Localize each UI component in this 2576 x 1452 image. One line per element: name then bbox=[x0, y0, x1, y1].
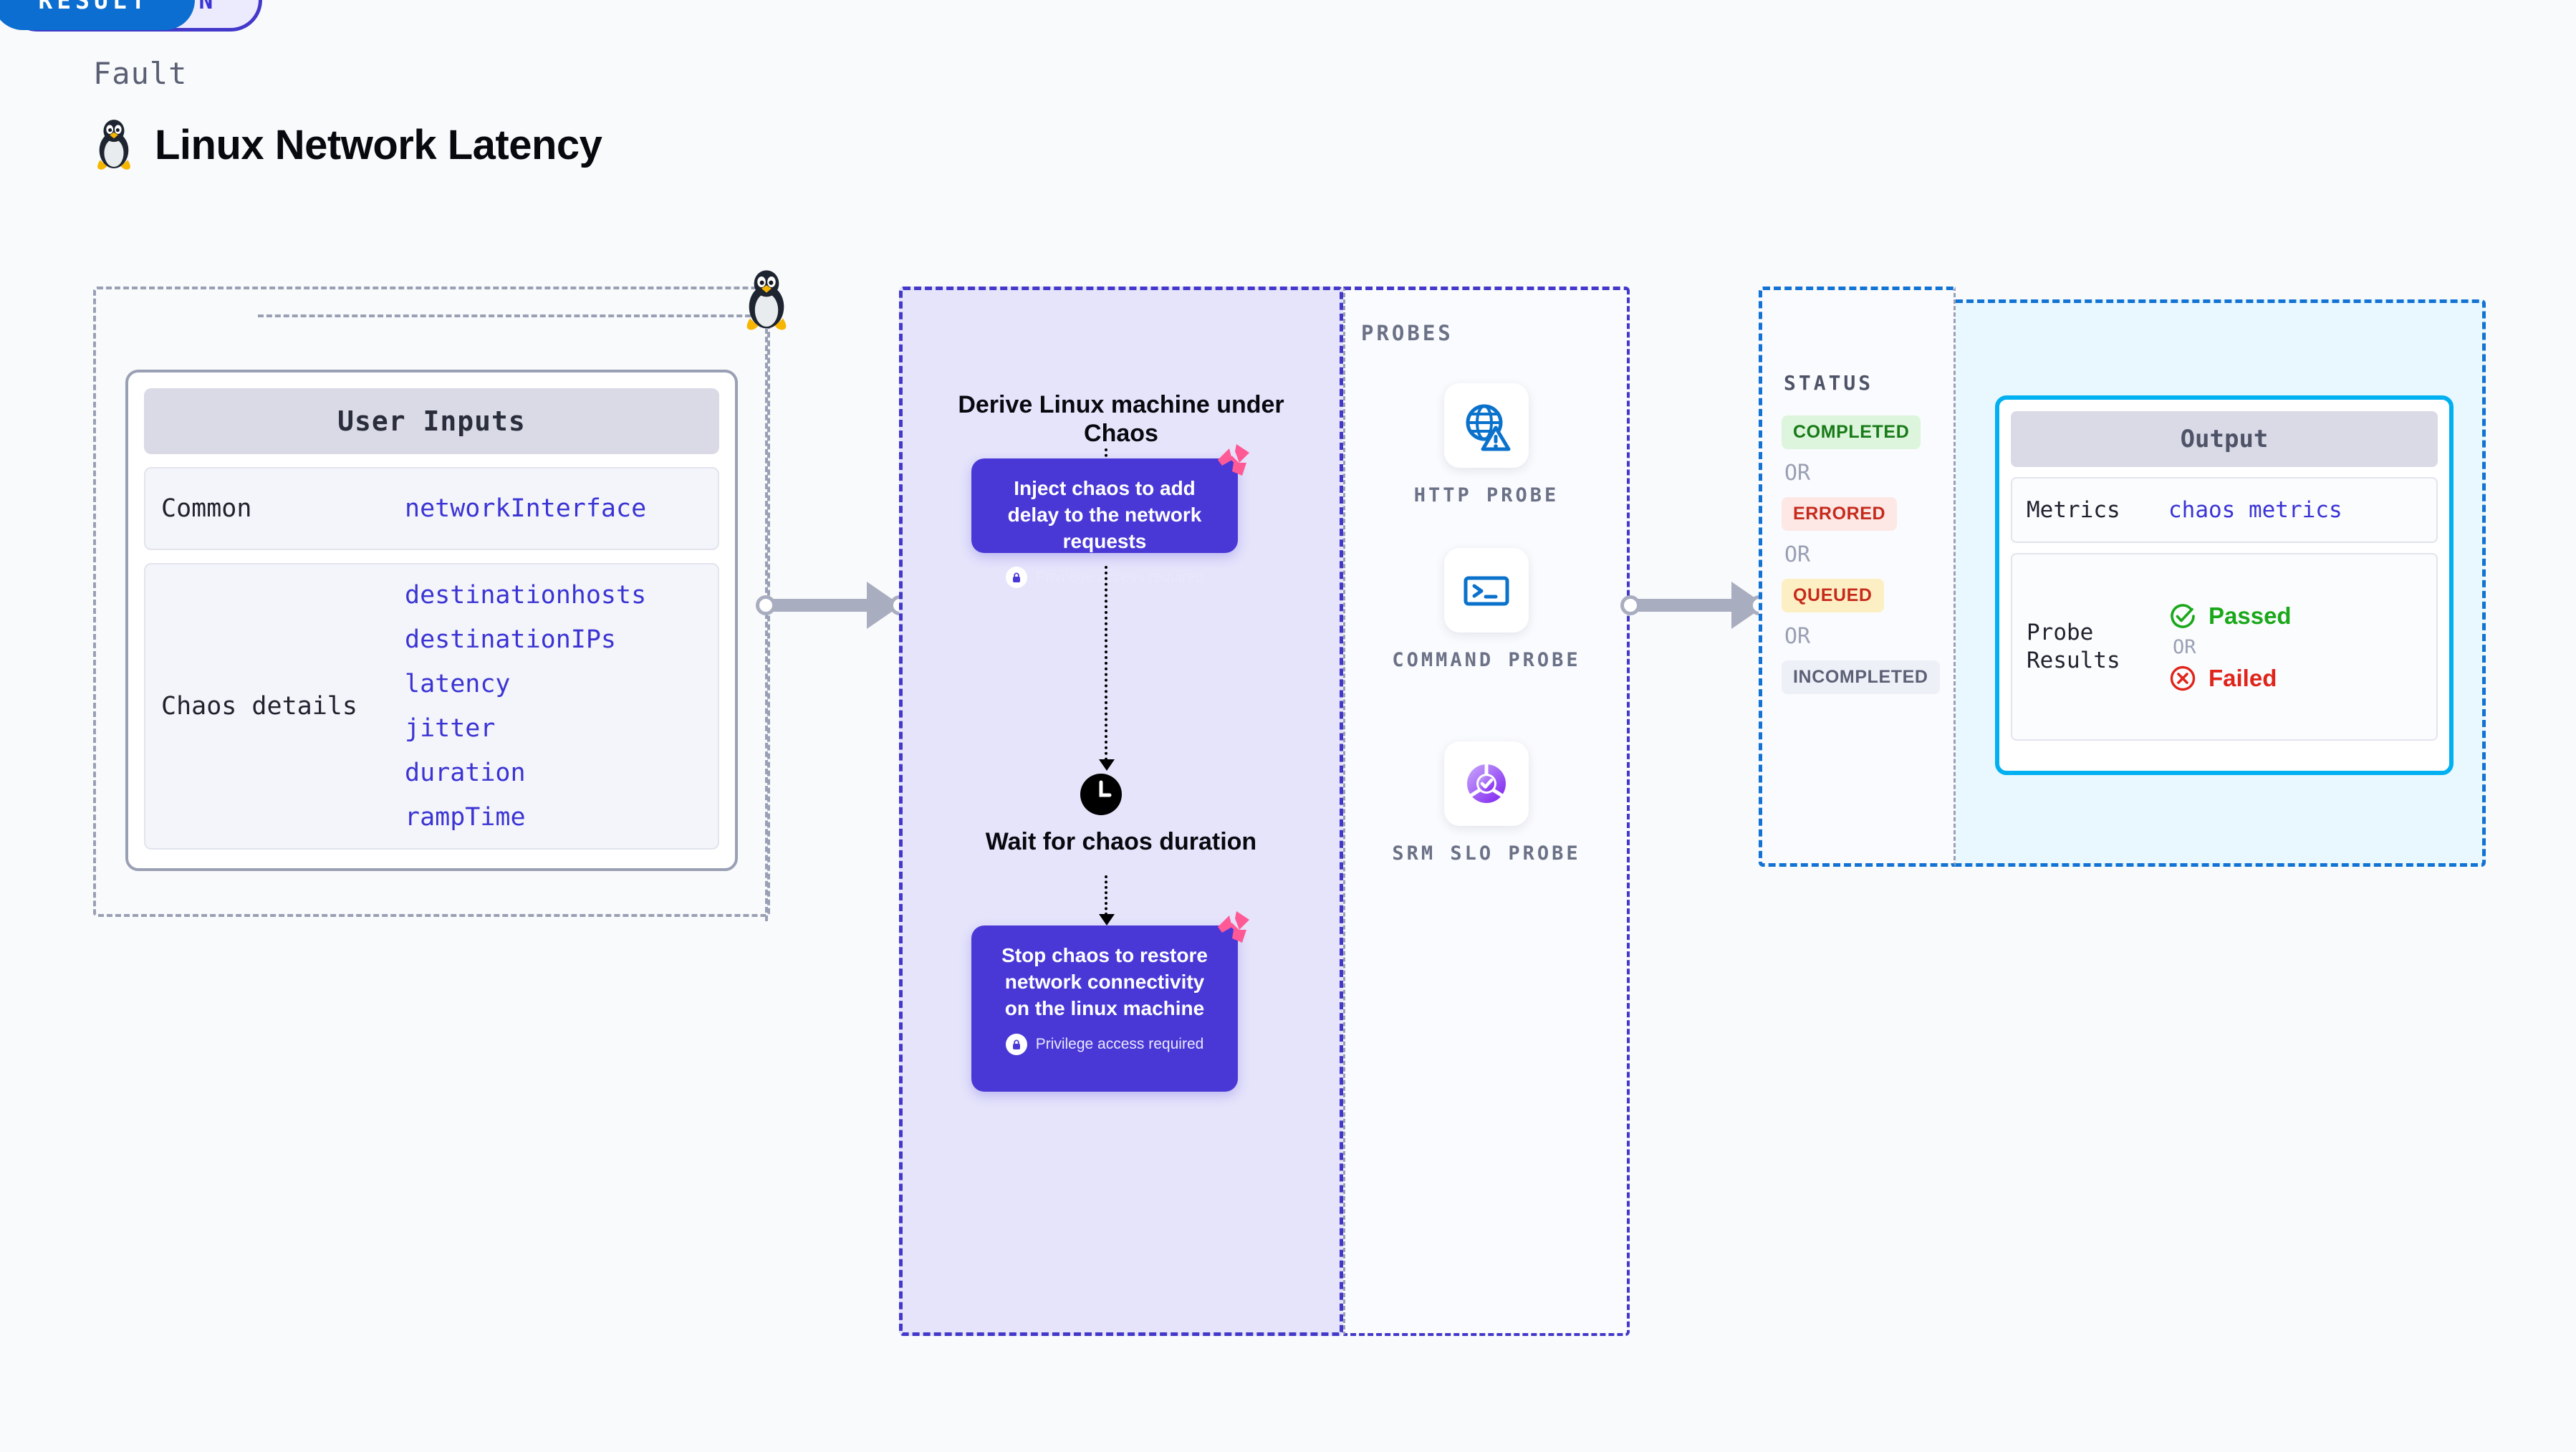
page-title: Linux Network Latency bbox=[92, 118, 602, 171]
list-item: networkInterface bbox=[405, 494, 647, 523]
probe-label-command: COMMAND PROBE bbox=[1392, 649, 1581, 671]
privilege-note: Privilege access required bbox=[990, 1033, 1219, 1055]
lock-icon bbox=[1005, 1033, 1027, 1055]
privilege-text: Privilege access required bbox=[1035, 1035, 1204, 1052]
chaos-step-stop[interactable]: Stop chaos to restore network connectivi… bbox=[971, 911, 1249, 1092]
list-item: rampTime bbox=[405, 803, 526, 832]
result-badge[interactable]: RESULT bbox=[0, 0, 195, 30]
slo-check-icon bbox=[1467, 761, 1506, 803]
result-panel bbox=[1759, 287, 1956, 867]
step-derive-label: Derive Linux machine under Chaos bbox=[958, 391, 1284, 448]
status-badge-queued: QUEUED bbox=[1782, 579, 1884, 612]
probe-result-passed-text: Passed bbox=[2209, 602, 2292, 629]
probe-item-command[interactable]: COMMAND PROBE bbox=[1343, 548, 1630, 674]
table-row: Probe Results Passed OR Failed bbox=[2011, 553, 2438, 741]
output-value-probe-results: Passed OR Failed bbox=[2168, 602, 2292, 693]
or-separator: OR bbox=[2173, 635, 2196, 658]
connector-node-tune bbox=[756, 595, 776, 615]
row-key-common: Common bbox=[161, 494, 252, 523]
list-item: destinationhosts bbox=[405, 581, 647, 610]
harness-logo-icon bbox=[1218, 911, 1249, 943]
status-title: STATUS bbox=[1784, 371, 1874, 395]
status-badge-incompleted: INCOMPLETED bbox=[1782, 660, 1940, 694]
status-badge-completed: COMPLETED bbox=[1782, 415, 1921, 449]
linux-tux-node-icon bbox=[746, 270, 787, 330]
chaos-step-stop-text: Stop chaos to restore network connectivi… bbox=[1001, 944, 1208, 1019]
probes-title: PROBES bbox=[1361, 321, 1453, 345]
probe-tile bbox=[1444, 741, 1529, 826]
row-key-chaos-details: Chaos details bbox=[161, 691, 357, 721]
flow-arrow-3 bbox=[1099, 875, 1115, 925]
table-row: Common networkInterface bbox=[144, 467, 719, 550]
table-row: Chaos details destinationhosts destinati… bbox=[144, 563, 719, 850]
page-title-text: Linux Network Latency bbox=[155, 121, 602, 168]
probe-result-failed: Failed bbox=[2168, 664, 2292, 693]
clock-icon bbox=[1080, 774, 1122, 815]
probe-item-srm-slo[interactable]: SRM SLO PROBE bbox=[1343, 741, 1630, 867]
output-value-metrics: chaos metrics bbox=[2168, 497, 2342, 523]
linux-tux-icon bbox=[97, 120, 130, 170]
probe-label-srm-slo: SRM SLO PROBE bbox=[1392, 842, 1581, 865]
probe-item-http[interactable]: HTTP PROBE bbox=[1343, 383, 1630, 509]
list-item: latency bbox=[405, 670, 511, 698]
output-heading: Output bbox=[2011, 411, 2438, 467]
globe-warning-icon bbox=[1466, 404, 1511, 451]
status-list: COMPLETED OR ERRORED OR QUEUED OR INCOMP… bbox=[1782, 415, 1961, 694]
step-wait-label: Wait for chaos duration bbox=[985, 828, 1257, 855]
tune-connector-dash bbox=[258, 314, 759, 317]
tune-right-dash bbox=[765, 328, 768, 921]
privilege-text: Privilege access required bbox=[1035, 568, 1204, 585]
list-item: jitter bbox=[405, 714, 496, 743]
row-values-common: networkInterface bbox=[405, 494, 646, 523]
output-key-metrics: Metrics bbox=[2027, 496, 2120, 523]
probe-result-passed: Passed bbox=[2168, 602, 2292, 630]
chaos-step-inject[interactable]: Inject chaos to add delay to the network… bbox=[971, 444, 1249, 588]
or-separator: OR bbox=[1784, 461, 1811, 486]
list-item: duration bbox=[405, 759, 526, 787]
output-key-probe-results: Probe Results bbox=[2027, 620, 2120, 673]
user-inputs-card: User Inputs Common networkInterface Chao… bbox=[125, 370, 738, 871]
lock-icon bbox=[1005, 566, 1027, 588]
privilege-note: Privilege access required bbox=[990, 566, 1219, 588]
probe-tile bbox=[1444, 383, 1529, 468]
or-separator: OR bbox=[1784, 624, 1811, 649]
status-badge-errored: ERRORED bbox=[1782, 497, 1898, 531]
user-inputs-heading: User Inputs bbox=[144, 388, 719, 454]
chaos-step-inject-text: Inject chaos to add delay to the network… bbox=[1007, 477, 1202, 552]
harness-logo-icon bbox=[1218, 444, 1249, 476]
table-row: Metrics chaos metrics bbox=[2011, 477, 2438, 543]
arrow-tune-to-execution bbox=[772, 582, 905, 629]
row-values-chaos-details: destinationhosts destinationIPs latency … bbox=[405, 581, 646, 832]
check-circle-icon bbox=[2171, 603, 2195, 628]
fault-kicker: Fault bbox=[93, 56, 188, 91]
flow-arrow-2 bbox=[1099, 566, 1115, 771]
output-card: Output Metrics chaos metrics Probe Resul… bbox=[1995, 395, 2454, 775]
list-item: destinationIPs bbox=[405, 625, 617, 654]
x-circle-icon bbox=[2170, 665, 2196, 691]
probe-label-http: HTTP PROBE bbox=[1413, 484, 1559, 506]
terminal-prompt-icon bbox=[1464, 576, 1509, 606]
or-separator: OR bbox=[1784, 542, 1811, 567]
probe-result-failed-text: Failed bbox=[2209, 664, 2277, 691]
probe-tile bbox=[1444, 548, 1529, 633]
